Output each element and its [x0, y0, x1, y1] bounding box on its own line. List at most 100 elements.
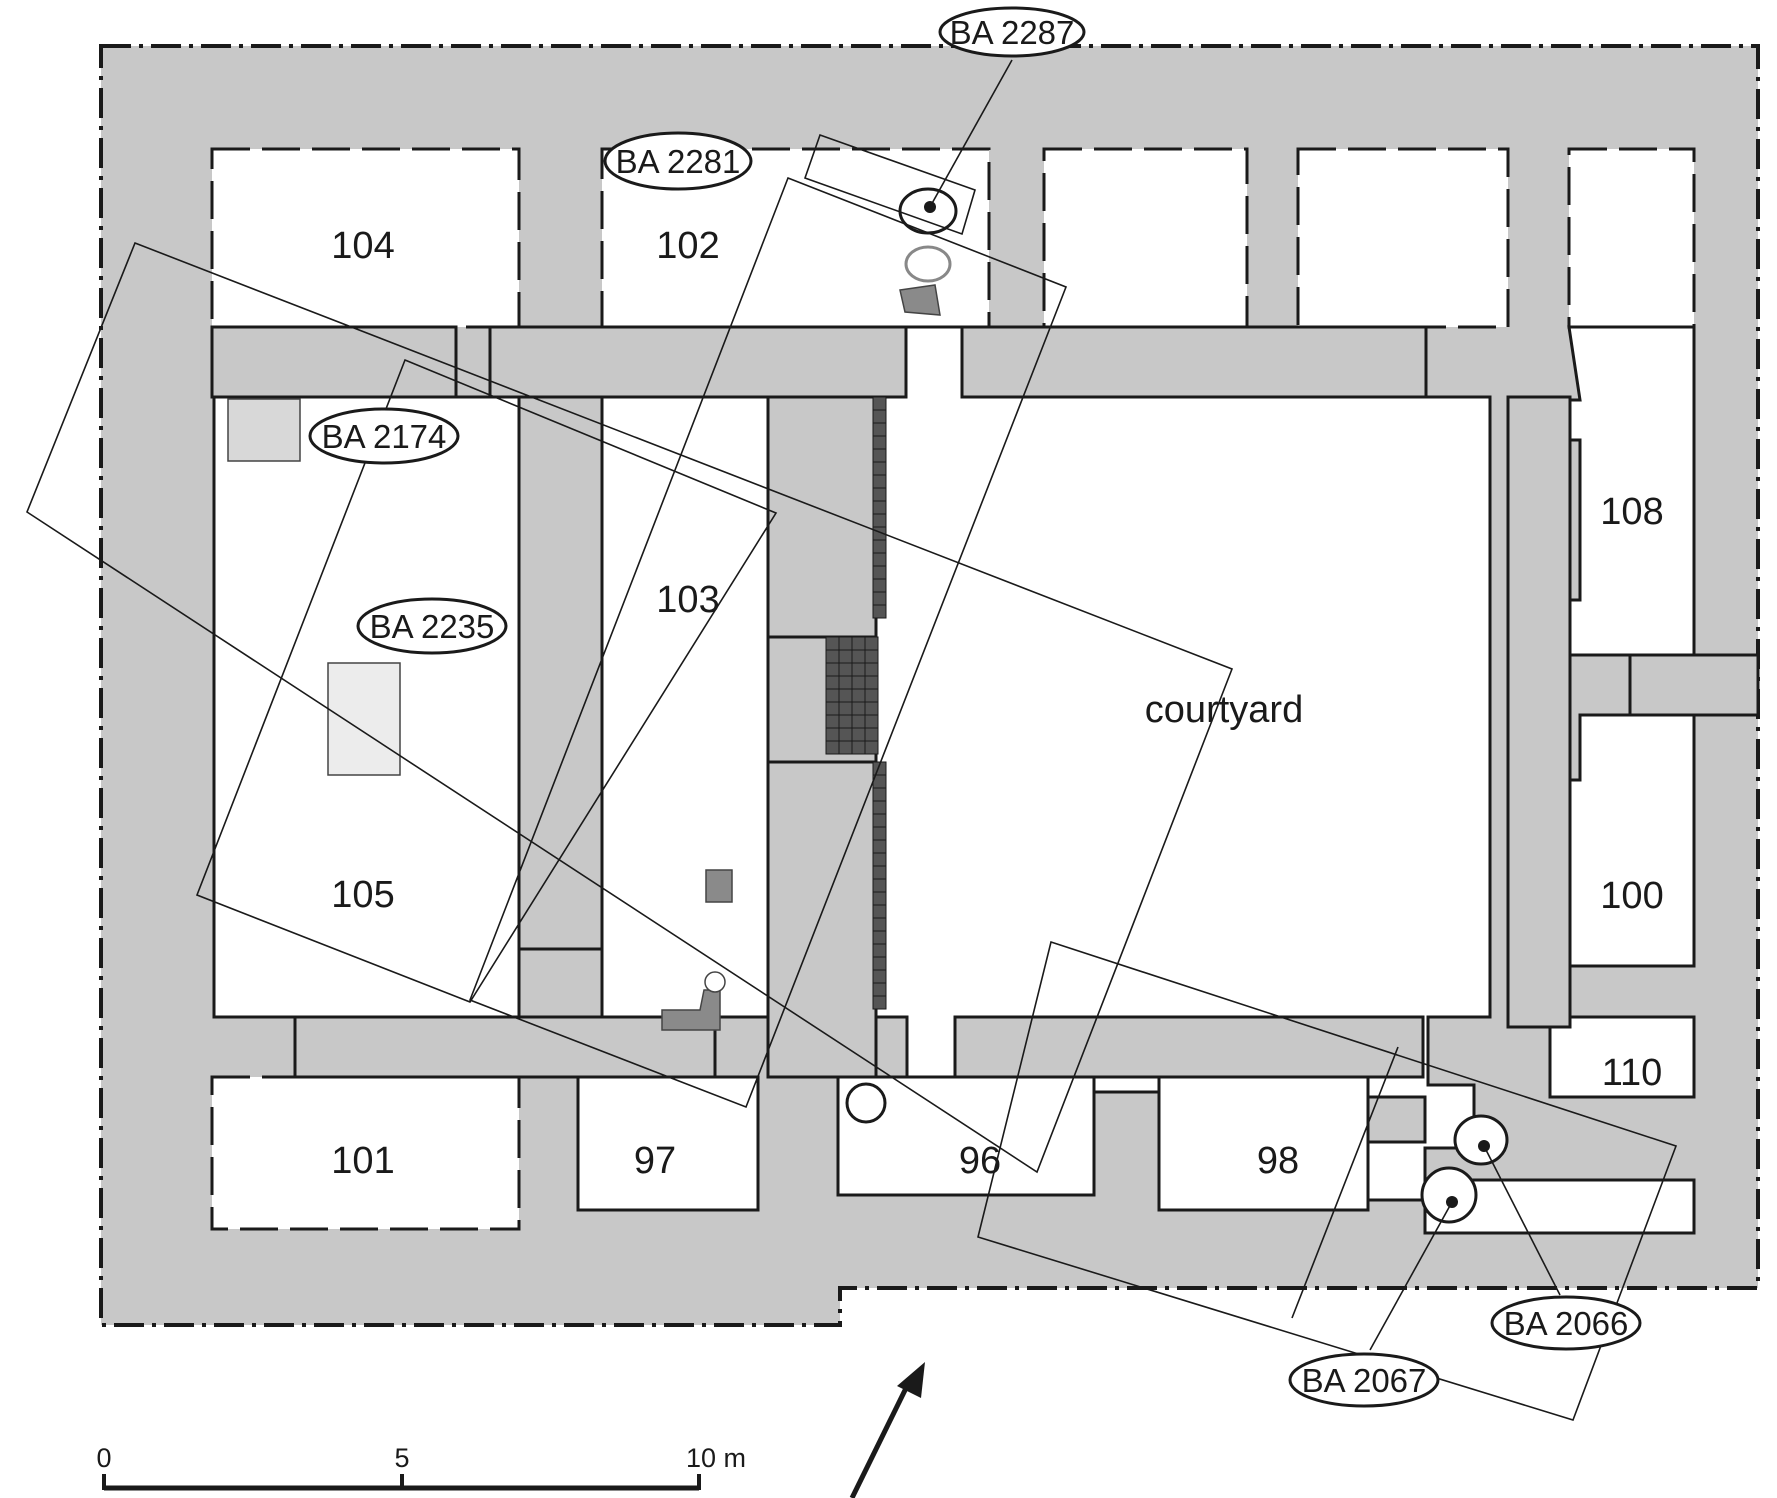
room-label-100: 100: [1600, 875, 1663, 917]
rooms: [210, 147, 1696, 1235]
scale-label-10: 10 m: [686, 1443, 746, 1473]
brick: [872, 474, 887, 489]
room-101: [210, 1075, 521, 1231]
wall-103-east: [766, 395, 878, 639]
wall-south-west: [293, 1015, 717, 1079]
brick: [851, 740, 866, 755]
brick: [838, 740, 853, 755]
brick: [872, 578, 887, 593]
brick: [838, 714, 853, 729]
svg-text:BA 2174: BA 2174: [322, 418, 447, 455]
trench-frame-north: [468, 176, 1068, 1109]
tag-ba2066: BA 2066: [1490, 1295, 1642, 1351]
brick: [872, 487, 887, 502]
brick: [864, 662, 879, 677]
brick: [838, 636, 853, 651]
tag-ba2235: BA 2235: [356, 597, 508, 655]
wall-108-100: [1506, 395, 1572, 1029]
scale-label-5: 5: [394, 1443, 409, 1473]
room-north-4: [1296, 147, 1510, 329]
wall-103-east-south: [766, 760, 878, 1079]
brick: [872, 878, 887, 893]
room-100: [1568, 713, 1696, 968]
brick: [872, 865, 887, 880]
room-110: [1548, 1015, 1696, 1099]
brick: [838, 727, 853, 742]
brick: [838, 662, 853, 677]
leader-2066: [1483, 1145, 1561, 1296]
wall-102-103: [488, 325, 908, 399]
brick: [851, 688, 866, 703]
interior-walls: [210, 325, 1760, 1144]
brick: [872, 565, 887, 580]
brick: [825, 636, 840, 651]
room-north-3: [1042, 147, 1249, 329]
trench-frame-south: [977, 940, 1678, 1421]
tag-ba2287: BA 2287: [938, 6, 1086, 58]
brick: [872, 552, 887, 567]
room-label-108: 108: [1600, 491, 1663, 533]
brick: [872, 787, 887, 802]
svg-text:BA 2067: BA 2067: [1302, 1362, 1427, 1399]
brick: [825, 727, 840, 742]
room-label-103: 103: [656, 579, 719, 621]
brick: [825, 714, 840, 729]
brick: [851, 727, 866, 742]
brick: [851, 636, 866, 651]
trench-frame-east: [1291, 1046, 1399, 1319]
brick: [872, 943, 887, 958]
brick: [872, 409, 887, 424]
room-labels: 104 102 103 105 101 97 96 98 108 100 110…: [331, 225, 1663, 1182]
brick: [872, 513, 887, 528]
scale-label-0: 0: [96, 1443, 111, 1473]
brick: [872, 604, 887, 619]
feature-bench-105: [227, 398, 301, 462]
brick-courses: [825, 396, 887, 1010]
wall-east-pier: [1628, 653, 1760, 717]
brick: [872, 982, 887, 997]
feature-stone-103: [705, 869, 733, 903]
brick: [872, 591, 887, 606]
brick: [851, 662, 866, 677]
tag-ba2281: BA 2281: [603, 131, 753, 191]
brick: [825, 740, 840, 755]
svg-text:BA 2287: BA 2287: [950, 14, 1075, 51]
trench-frames: [26, 133, 1678, 1421]
brick: [872, 930, 887, 945]
brick: [872, 448, 887, 463]
svg-text:BA 2281: BA 2281: [616, 143, 741, 180]
brick: [872, 539, 887, 554]
feature-pit-105: [327, 662, 401, 776]
brick: [864, 701, 879, 716]
room-label-110: 110: [1602, 1052, 1663, 1094]
brick: [872, 917, 887, 932]
brick: [838, 701, 853, 716]
brick: [864, 714, 879, 729]
wall-104-105: [210, 325, 458, 399]
brick: [872, 956, 887, 971]
brick: [872, 813, 887, 828]
room-north-5: [1567, 147, 1696, 329]
north-arrow-icon: [849, 1362, 925, 1498]
wall-south-center: [953, 1015, 1425, 1079]
room-103: [600, 395, 770, 1019]
feature-pit-2066: [1453, 1114, 1509, 1166]
brick: [864, 727, 879, 742]
brick: [872, 826, 887, 841]
room-label-102: 102: [656, 225, 719, 267]
brick: [872, 461, 887, 476]
leader-lines: [929, 59, 1561, 1351]
trench-frame-west: [26, 241, 1234, 1174]
site-boundary: [99, 44, 1760, 1327]
feature-pit-2067: [1420, 1166, 1478, 1224]
brick: [864, 636, 879, 651]
brick: [851, 649, 866, 664]
brick: [825, 662, 840, 677]
brick: [825, 701, 840, 716]
brick: [872, 396, 887, 411]
brick: [864, 688, 879, 703]
feature-jar-103: [704, 971, 726, 993]
room-label-105: 105: [331, 874, 394, 916]
room-104: [210, 147, 521, 329]
